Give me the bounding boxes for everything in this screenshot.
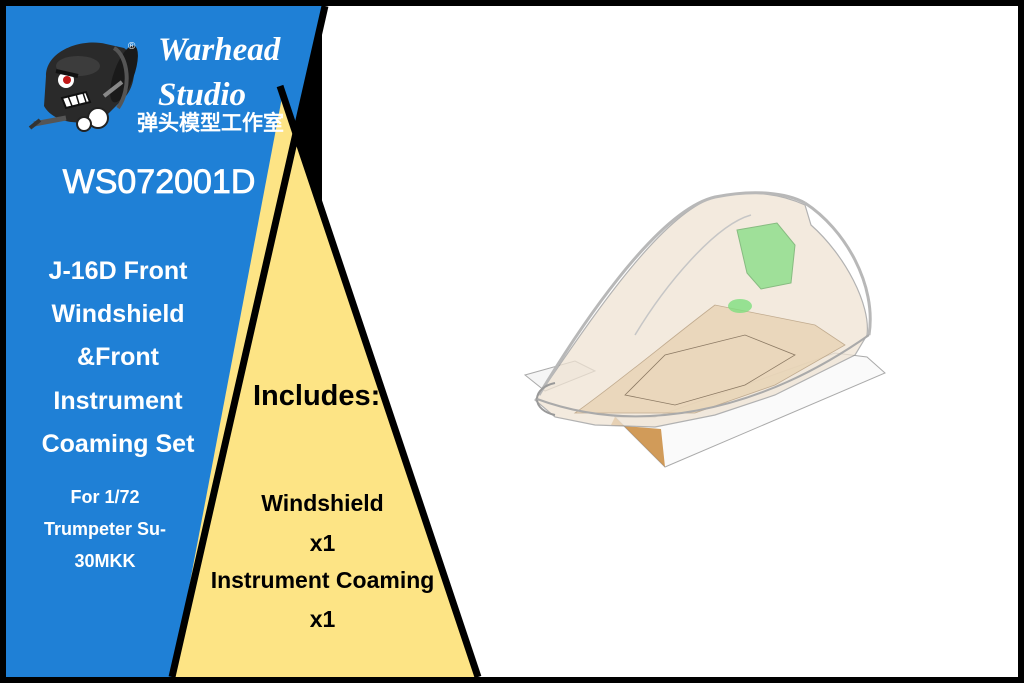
windshield-render-icon	[523, 191, 886, 468]
product-title-line: &Front	[77, 343, 159, 371]
product-title-line: Coaming Set	[41, 430, 195, 458]
includes-item-qty: x1	[309, 606, 336, 632]
registered-mark: ®	[128, 41, 136, 52]
brand-name-line2: Studio	[158, 77, 247, 113]
compat-line: For 1/72	[70, 487, 140, 507]
includes-item: Instrument Coaming	[210, 567, 435, 593]
compat-line: Trumpeter Su-	[43, 519, 167, 539]
bomb-mascot-icon	[28, 42, 138, 132]
compat-line: 30MKK	[74, 551, 136, 571]
product-title-line: J-16D Front	[48, 257, 188, 285]
left-panel	[6, 6, 322, 677]
includes-item: Windshield	[261, 490, 384, 516]
product-title-line: Windshield	[51, 300, 185, 328]
yellow-panel	[172, 92, 478, 677]
includes-heading: Includes:	[253, 380, 381, 412]
product-title-line: Instrument	[53, 387, 183, 415]
brand-name-line1: Warhead	[158, 32, 281, 68]
includes-item-qty: x1	[309, 530, 336, 556]
brand-chinese-name: 弹头模型工作室	[137, 111, 284, 135]
product-code: WS072001D	[62, 163, 256, 201]
